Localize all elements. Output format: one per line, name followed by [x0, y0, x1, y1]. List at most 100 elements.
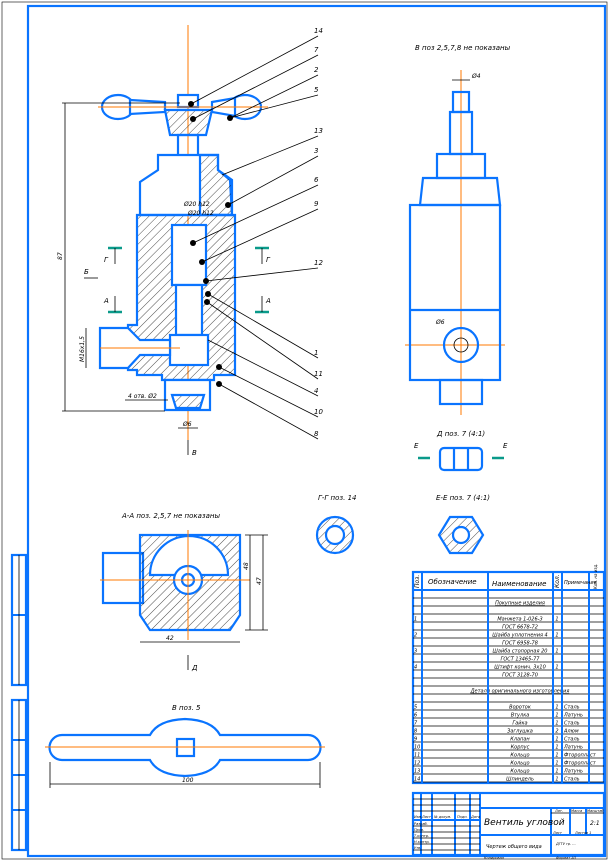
main-dimensions: 87 M16x1,5 Ø20 h12 Ø20 h12 4 отв. Ø2 Ø6 [57, 102, 214, 429]
dim-aa-w: 42 [166, 635, 174, 642]
spec-cell-name: Кольцо [510, 752, 529, 758]
mark-v: В [192, 449, 197, 457]
spec-cell-name: Клапан [510, 736, 530, 742]
mark-b: Б [84, 268, 89, 276]
spec-header-pos: Поз. [414, 575, 421, 588]
spec-cell-pos: 4 [414, 664, 417, 670]
tb-mass: Масса [571, 809, 582, 813]
spec-cell-note: Сталь [564, 776, 580, 782]
spec-cell-note: Фторопласт [564, 760, 597, 766]
tb-copied: Копировал [484, 856, 505, 860]
tb-format: Формат A3 [556, 856, 576, 860]
spec-cell-qty: 1 [555, 648, 558, 654]
spec-cell-qty: 2 [555, 728, 558, 734]
spec-cell-pos: 14 [414, 776, 420, 782]
mark-a-left: А [103, 297, 109, 305]
mark-e-right: Е [503, 442, 508, 450]
right-view-title: В поз 2,5,7,8 не показаны [415, 44, 511, 52]
dim-d1: Ø20 h12 [183, 201, 210, 208]
dim-height: 87 [57, 252, 64, 260]
spec-cell-name: Шайба уплотнения 4 [492, 632, 547, 638]
tb-scale-label: Масштаб [587, 809, 604, 813]
spec-cell-name: Шпиндель [506, 776, 534, 782]
tb-sheets: Листов 1 [574, 831, 591, 835]
view-v-title: В поз. 5 [172, 704, 201, 712]
spec-cell-note: Сталь [564, 736, 580, 742]
spec-cell-name: Заглушка [507, 728, 533, 734]
spec-cell-note: Алюм [563, 728, 579, 734]
mark-a-right: А [265, 297, 271, 305]
mark-g-left: Г [104, 256, 109, 264]
spec-cell-note: Фторопласт [564, 752, 597, 758]
spec-cell-name: ГОСТ 3128-70 [502, 672, 538, 678]
spec-cell-pos: 11 [414, 752, 420, 758]
leader-5: 5 [314, 86, 319, 94]
spec-cell-note: Сталь [564, 704, 580, 710]
tb-role-check: Пров. [414, 828, 424, 832]
spec-cell-qty: 1 [555, 736, 558, 742]
leader-9: 9 [314, 200, 319, 208]
spec-header-name: Наименование [492, 580, 546, 588]
spec-cell-qty: 1 [555, 632, 558, 638]
tb-drawing-name: Вентиль угловой [484, 818, 565, 828]
section-aa-title: А-А поз. 2,5,7 не показаны [121, 512, 220, 520]
leader-2: 2 [314, 66, 319, 74]
spec-cell-qty: 1 [555, 760, 558, 766]
spec-cell-note: Сталь [564, 720, 580, 726]
spec-cell-pos: 1 [414, 616, 417, 622]
tb-role-dev: Разраб. [414, 822, 428, 826]
spec-cell-name: Гайка [512, 720, 527, 726]
spec-cell-name: Штифт конич. 3х10 [494, 664, 546, 670]
spec-cell-qty: 1 [555, 704, 558, 710]
dim-holes: 4 отв. Ø2 [128, 393, 157, 400]
spec-cell-name: Кольцо [510, 760, 529, 766]
title-block: Изм. Лист № докум. Подп. Дата Разраб. Пр… [411, 791, 606, 860]
dim-aa-h2: 47 [256, 577, 263, 585]
tb-role-approve: Утв. [414, 846, 421, 850]
dim-right-circle: Ø6 [435, 319, 445, 326]
tb-org: ДГТУ гр. ... [555, 842, 576, 846]
leader-13: 13 [314, 127, 323, 135]
main-section-view: Г Г А А Б В 87 M16x1,5 Ø20 h12 Ø20 h12 4… [57, 25, 323, 457]
tb-role-doc: № докум. [433, 815, 451, 819]
tb-role-sign: Подп. [457, 815, 468, 819]
spec-cell-qty: 1 [555, 752, 558, 758]
spec-cell-name: Корпус [511, 744, 530, 750]
leader-10: 10 [314, 408, 323, 416]
spec-cell-name: Шайба стопорная 20 [493, 648, 548, 654]
spec-cell-name: ГОСТ 6958-78 [502, 640, 538, 646]
right-view: В поз 2,5,7,8 не показаны Ø4 Ø6 [405, 44, 511, 415]
spec-cell-name: ГОСТ 13465-77 [501, 656, 541, 662]
spec-cell-note: Латунь [563, 768, 583, 774]
mark-d: Д [191, 664, 198, 672]
section-ee-title: Е-Е поз. 7 (4:1) [436, 494, 490, 502]
leader-8: 8 [314, 430, 319, 438]
spec-cell-qty: 1 [555, 744, 558, 750]
dim-thread: M16x1,5 [79, 336, 86, 362]
dim-handle-w: 100 [182, 777, 194, 784]
mark-g-right: Г [266, 256, 271, 264]
view-d-title: Д поз. 7 (4:1) [436, 430, 485, 438]
tb-doc-type: Чертеж общего вида [486, 844, 542, 850]
spec-cell-name: Втулка [511, 712, 530, 718]
spec-cell-qty: 1 [555, 720, 558, 726]
dim-d6: Ø6 [182, 421, 192, 428]
spec-cell-qty: 1 [555, 776, 558, 782]
leader-1: 1 [314, 349, 318, 357]
section-gg-title: Г-Г поз. 14 [318, 494, 357, 502]
spec-cell-name: Вороток [509, 704, 531, 710]
section-gg: Г-Г поз. 14 [315, 494, 357, 555]
tb-role-tcontrol: Т.контр. [414, 834, 429, 838]
tb-role-ncontrol: Н.контр. [414, 840, 430, 844]
spec-cell-pos: 5 [414, 704, 417, 710]
spec-cell-name: Манжета 1-026-3 [497, 616, 542, 622]
tb-role-list: Лист [421, 815, 432, 819]
leader-11: 11 [314, 370, 323, 378]
view-d: Д поз. 7 (4:1) Е Е [414, 430, 508, 472]
spec-header-note: Примечание [564, 580, 597, 586]
spec-cell-pos: 13 [414, 768, 420, 774]
dim-right-top: Ø4 [471, 73, 481, 80]
tb-sheet: Лист [552, 831, 563, 835]
